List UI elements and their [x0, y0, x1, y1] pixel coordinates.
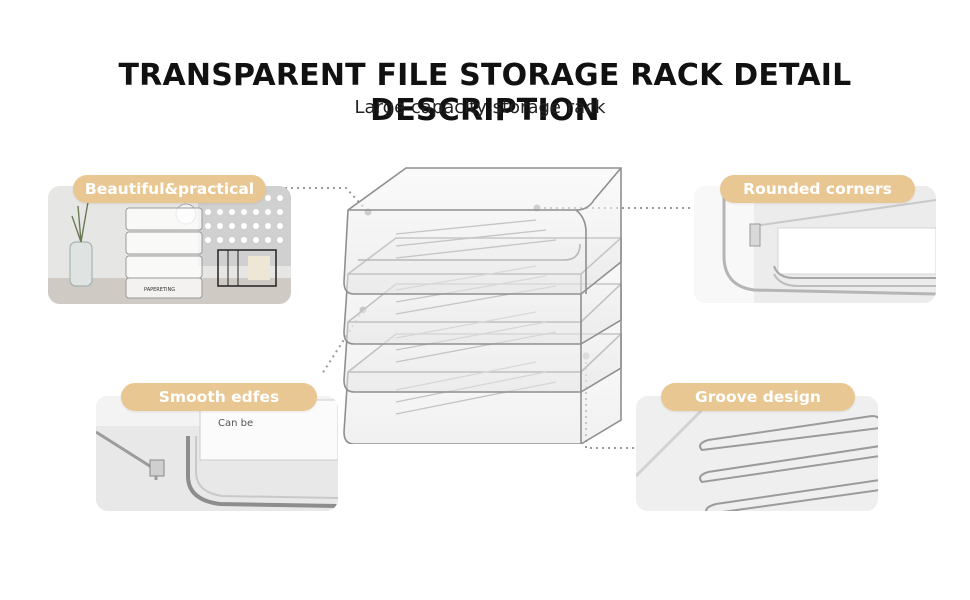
- photo-can-be-text: Can be: [218, 418, 253, 429]
- badge-groove-design: Groove design: [661, 383, 855, 411]
- page-title: TRANSPARENT FILE STORAGE RACK DETAIL DES…: [118, 58, 852, 128]
- badge-beautiful-practical: Beautiful&practical: [73, 175, 266, 203]
- photo-groove-design: [636, 396, 878, 511]
- page-subtitle: Large capacity storage rack: [354, 97, 606, 118]
- badge-smooth-edges: Smooth edfes: [121, 383, 317, 411]
- storage-rack-image: [336, 162, 628, 448]
- photo-smooth-edges: Can be: [96, 396, 338, 511]
- tray-top: [343, 167, 622, 295]
- photo-rounded-corners: [694, 186, 936, 303]
- badge-rounded-corners: Rounded corners: [720, 175, 915, 203]
- photo-paper-text: PAPERETING: [144, 287, 175, 293]
- photo-beautiful-practical: PAPERETING: [48, 186, 291, 304]
